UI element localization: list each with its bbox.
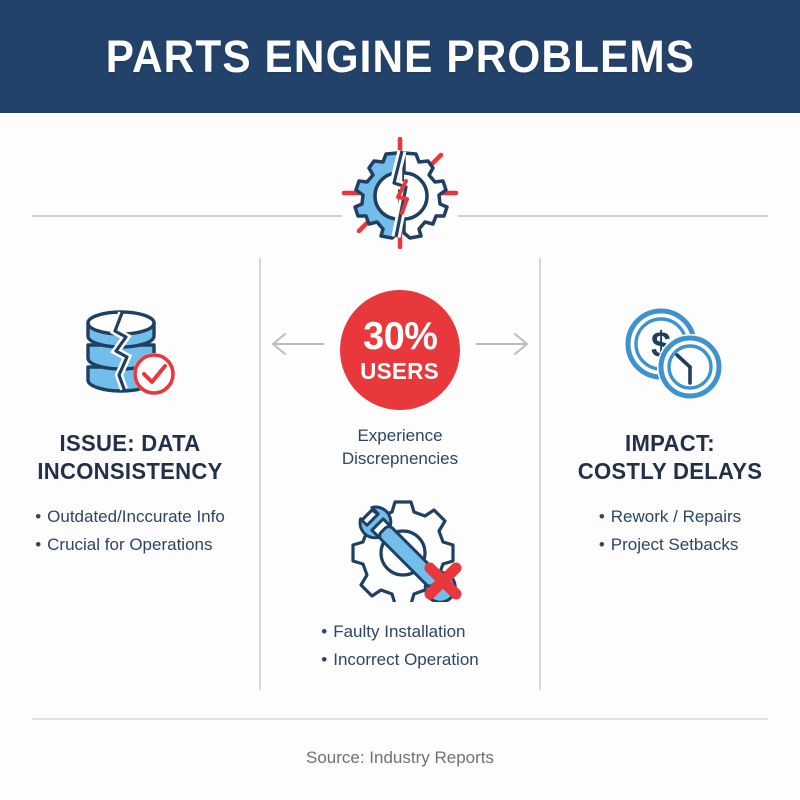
list-item: •Faulty Installation [321, 618, 478, 646]
panel-impact-heading-line1: IMPACT: [625, 430, 715, 456]
header-band: PARTS ENGINE PROBLEMS [0, 0, 800, 113]
list-item-label: Incorrect Operation [333, 649, 479, 669]
stat-value: 30% [362, 315, 438, 358]
bullet-glyph: • [321, 649, 328, 669]
stat-caption-line1: Experience [357, 426, 443, 445]
bullet-glyph: • [598, 507, 605, 527]
list-item-label: Project Setbacks [610, 534, 739, 554]
panel-issue-heading-line2: INCONSISTENCY [37, 458, 223, 485]
list-item-label: Outdated/Inccurate Info [47, 507, 225, 527]
list-item: •Incorrect Operation [321, 646, 478, 674]
source-note: Source: Industry Reports [305, 748, 495, 767]
list-item-label: Rework / Repairs [610, 507, 742, 527]
panel-issue-heading: ISSUE: DATA INCONSISTENCY [15, 429, 245, 485]
list-item: •Outdated/Inccurate Info [35, 503, 225, 531]
divider-top-right [458, 215, 768, 217]
cracked-database-icon [10, 295, 250, 407]
panel-center: 30% USERS Experience Discrepnencies [280, 290, 520, 673]
coin-clock-icon: $ [550, 295, 790, 407]
stat-badge: 30% USERS [340, 290, 460, 410]
arrow-right-icon [474, 331, 532, 357]
panel-center-bullets: •Faulty Installation •Incorrect Operatio… [321, 618, 478, 673]
panel-issue-bullets: •Outdated/Inccurate Info •Crucial for Op… [35, 503, 225, 558]
stat-caption-line2: Discrepnencies [341, 449, 459, 469]
list-item-label: Crucial for Operations [47, 534, 213, 554]
panel-impact-heading-line2: COSTLY DELAYS [577, 458, 763, 485]
stat-caption: Experience Discrepnencies [280, 424, 520, 470]
panel-impact-bullets: •Rework / Repairs •Project Setbacks [599, 503, 741, 558]
panel-impact: $ IMPACT: COSTLY DELAYS •Rework / Repair… [550, 295, 790, 558]
panel-issue-heading-line1: ISSUE: DATA [59, 430, 201, 456]
page-title: PARTS ENGINE PROBLEMS [105, 30, 695, 82]
bullet-glyph: • [35, 534, 42, 554]
list-item: •Rework / Repairs [599, 503, 741, 531]
stat-unit: USERS [360, 358, 440, 384]
divider-vertical-right [539, 258, 541, 690]
bullet-glyph: • [598, 534, 605, 554]
arrow-left-icon [268, 331, 326, 357]
bullet-glyph: • [35, 507, 42, 527]
list-item: •Project Setbacks [599, 531, 741, 559]
list-item: •Crucial for Operations [35, 531, 225, 559]
bullet-glyph: • [321, 622, 328, 642]
broken-gear-icon [336, 136, 464, 250]
divider-footer [32, 718, 768, 720]
divider-vertical-left [259, 258, 261, 690]
divider-top-left [32, 215, 342, 217]
panel-impact-heading: IMPACT: COSTLY DELAYS [555, 429, 785, 485]
gear-wrench-error-icon [280, 492, 520, 604]
panel-issue: ISSUE: DATA INCONSISTENCY •Outdated/Incc… [10, 295, 250, 558]
list-item-label: Faulty Installation [333, 622, 466, 642]
